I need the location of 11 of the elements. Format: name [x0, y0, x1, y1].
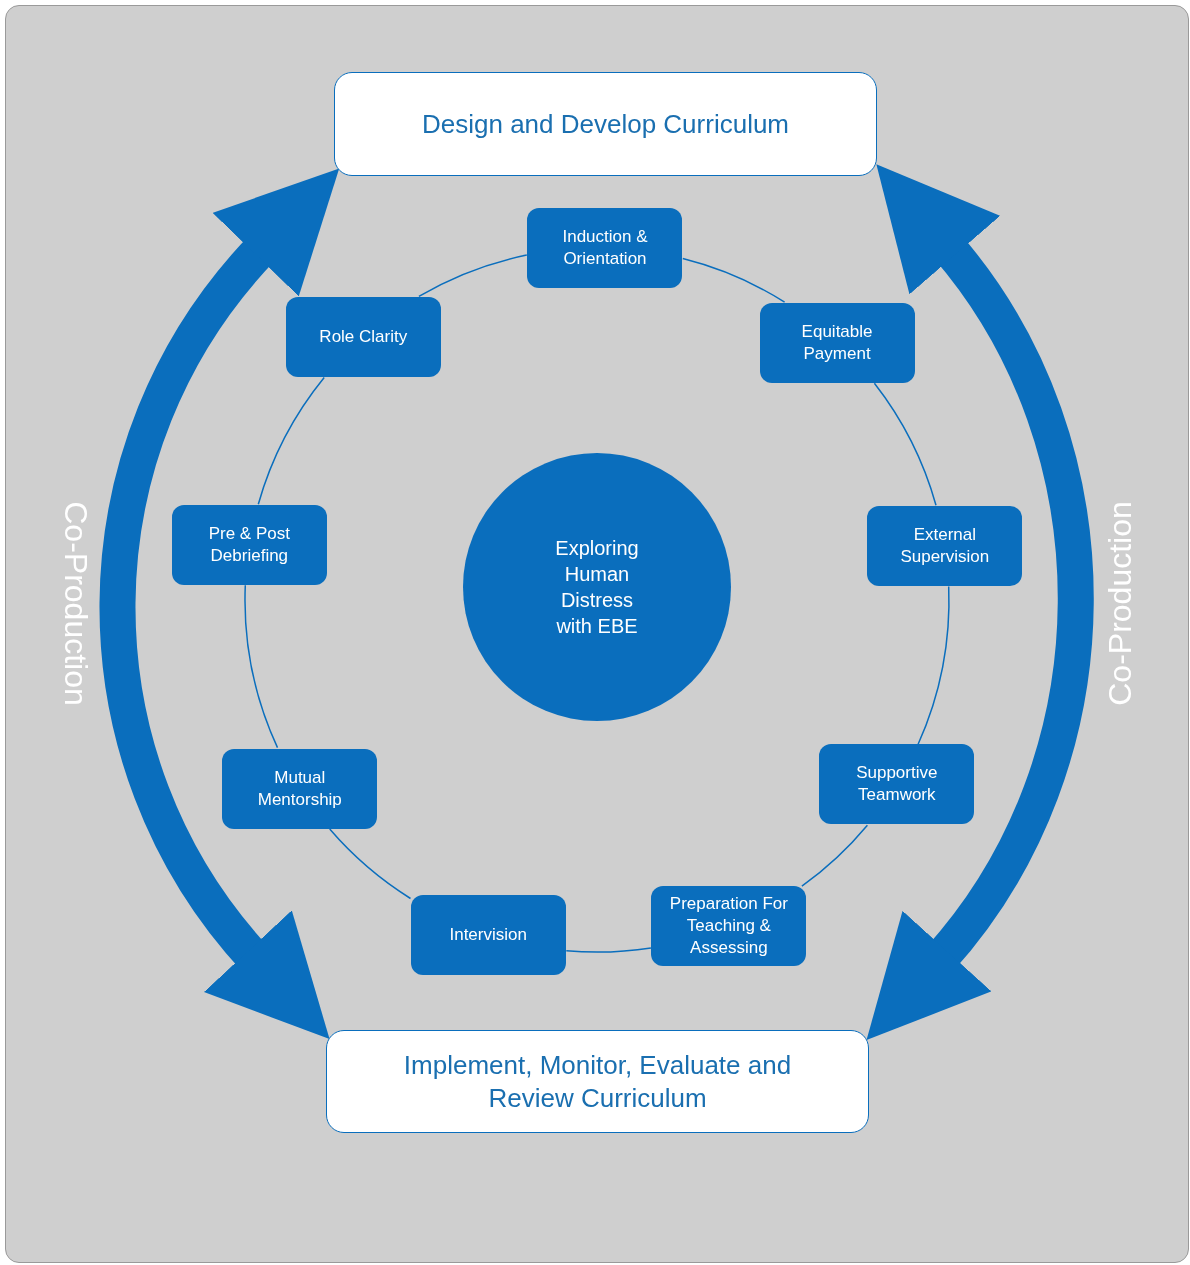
stage-box: Design and Develop Curriculum: [334, 72, 877, 176]
ring-line: [682, 257, 786, 303]
process-box: Induction & Orientation: [527, 208, 683, 289]
process-box: Intervision: [410, 894, 566, 975]
stage-box: Implement, Monitor, Evaluate and Review Curriculum: [326, 1030, 869, 1133]
process-box: Equitable Payment: [759, 302, 915, 383]
ring-line: [801, 824, 869, 887]
ring-line: [328, 828, 412, 900]
ring-line: [418, 254, 528, 298]
ring-line: [565, 947, 652, 953]
process-box: Preparation For Teaching & Assessing: [651, 886, 807, 967]
